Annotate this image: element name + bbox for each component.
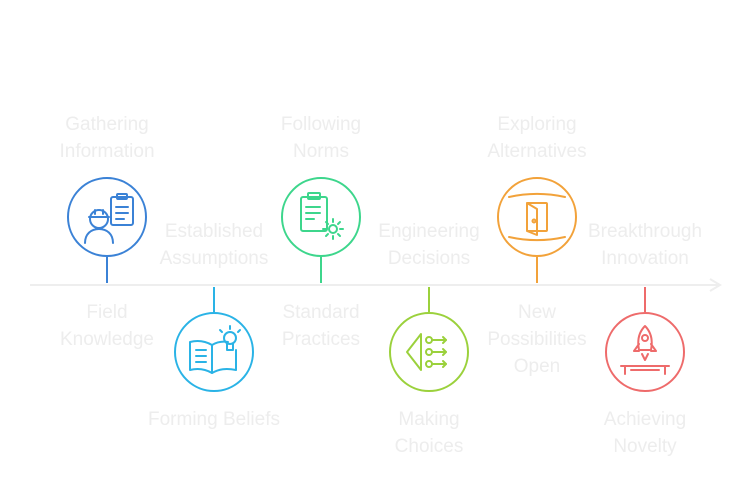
step-2-caption: Established Assumptions	[159, 221, 269, 269]
step-6-stem	[644, 287, 646, 312]
step-3-caption: Standard Practices	[281, 302, 361, 350]
step-6-caption: Breakthrough Innovation	[587, 221, 703, 269]
step-2-title: Forming Beliefs	[148, 409, 280, 430]
step-6-title: Achieving Novelty	[603, 409, 687, 457]
step-5-title: Exploring Alternatives	[487, 114, 587, 162]
clipboard-gear-icon	[300, 192, 344, 240]
step-4-stem	[428, 287, 430, 312]
step-5-node	[497, 177, 577, 257]
step-3-title: Following Norms	[280, 114, 362, 162]
step-1-node	[67, 177, 147, 257]
step-3-stem	[320, 257, 322, 283]
rocket-launch-icon	[620, 325, 670, 375]
step-4-title: Making Choices	[394, 409, 464, 457]
step-4-caption: Engineering Decisions	[378, 221, 480, 269]
open-book-lightbulb-icon	[189, 325, 241, 374]
decision-branch-icon	[406, 333, 447, 371]
engineer-clipboard-icon	[84, 193, 134, 244]
step-5-stem	[536, 257, 538, 283]
step-1-title: Gathering Information	[59, 114, 155, 162]
step-6-node	[605, 312, 685, 392]
step-1-caption: Field Knowledge	[59, 302, 155, 350]
open-door-icon	[508, 193, 566, 241]
step-2-node	[174, 312, 254, 392]
step-2-stem	[213, 287, 215, 312]
step-5-caption: New Possibilities Open	[487, 302, 587, 377]
step-4-node	[389, 312, 469, 392]
step-3-node	[281, 177, 361, 257]
step-1-stem	[106, 257, 108, 283]
